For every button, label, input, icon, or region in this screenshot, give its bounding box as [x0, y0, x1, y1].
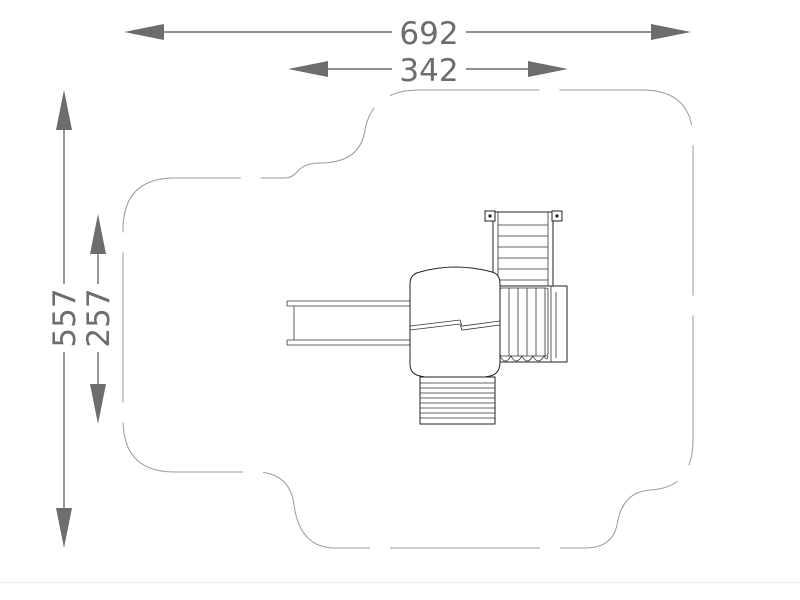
slide: [286, 300, 416, 346]
safety-zone-outline: [122, 89, 694, 549]
bottom-divider: [0, 582, 800, 583]
tower-roof: [409, 266, 501, 381]
overall-length-dimension: 557: [47, 90, 83, 548]
platform-length-dimension: 257: [81, 214, 117, 424]
overall-width-label: 692: [399, 16, 458, 52]
arrow-down-icon: [90, 384, 106, 424]
steps: [419, 376, 496, 425]
platform-width-dimension: 342: [288, 53, 568, 89]
arrow-down-icon: [56, 508, 72, 548]
tower-panel: [496, 285, 568, 363]
play-structure: [286, 210, 568, 425]
platform-length-label: 257: [81, 288, 117, 347]
arrow-up-icon: [90, 214, 106, 254]
arrow-left-icon: [288, 61, 328, 77]
overall-width-dimension: 692: [124, 16, 691, 52]
overall-length-label: 557: [47, 288, 83, 347]
ladder: [484, 210, 563, 289]
platform-width-label: 342: [399, 53, 458, 89]
arrow-left-icon: [124, 24, 164, 40]
arrow-right-icon: [528, 61, 568, 77]
arrow-right-icon: [651, 24, 691, 40]
arrow-up-icon: [56, 90, 72, 130]
